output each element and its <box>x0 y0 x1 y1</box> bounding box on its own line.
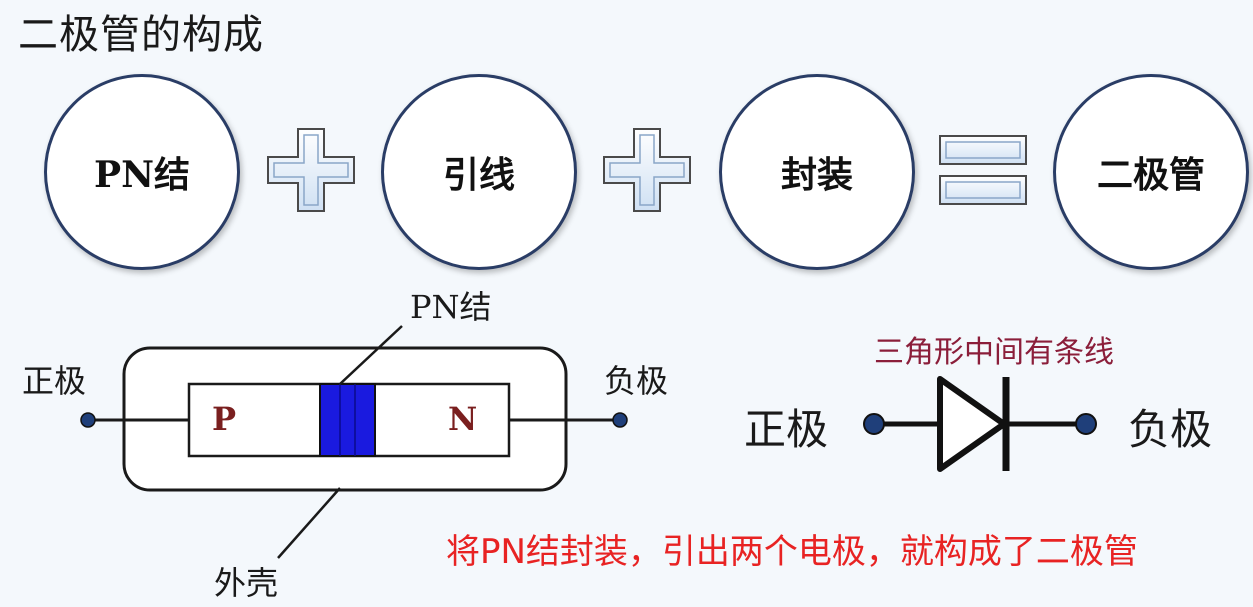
term-lead-wire: 引线 <box>381 74 577 270</box>
symbol-cathode-label: 负极 <box>1128 405 1213 454</box>
symbol-anode-label: 正极 <box>744 405 829 454</box>
diode-symbol <box>863 376 1097 472</box>
diode-triangle <box>937 376 1007 472</box>
shell-label: 外壳 <box>214 564 279 602</box>
equals-icon <box>939 135 1027 205</box>
cathode-terminal <box>612 412 628 428</box>
cathode-label: 负极 <box>604 362 669 400</box>
term-label: 二极管 <box>1096 154 1205 196</box>
caption: 将PN结封装，引出两个电极，就构成了二极管 <box>446 532 1138 572</box>
term-label: PN结 <box>94 154 190 196</box>
term-label: 封装 <box>780 154 853 196</box>
pn-junction-label: PN结 <box>410 288 492 326</box>
term-diode: 二极管 <box>1053 74 1249 270</box>
symbol-anode-terminal <box>863 413 885 435</box>
pn-leader-line <box>339 325 403 385</box>
symbol-cathode-terminal <box>1075 413 1097 435</box>
plus-icon <box>267 128 355 212</box>
anode-terminal <box>80 412 96 428</box>
term-pn-junction: PN结 <box>44 74 240 270</box>
plus-icon <box>603 128 691 212</box>
symbol-note: 三角形中间有条线 <box>874 335 1114 370</box>
shell-leader-line <box>277 487 341 559</box>
n-region-label: N <box>448 400 478 438</box>
anode-label: 正极 <box>22 362 87 400</box>
term-label: 引线 <box>442 154 515 196</box>
term-package: 封装 <box>719 74 915 270</box>
page-title: 二极管的构成 <box>18 12 264 58</box>
p-region-label: P <box>212 400 237 438</box>
pn-junction-region <box>319 383 376 457</box>
diode-structure <box>80 325 628 559</box>
